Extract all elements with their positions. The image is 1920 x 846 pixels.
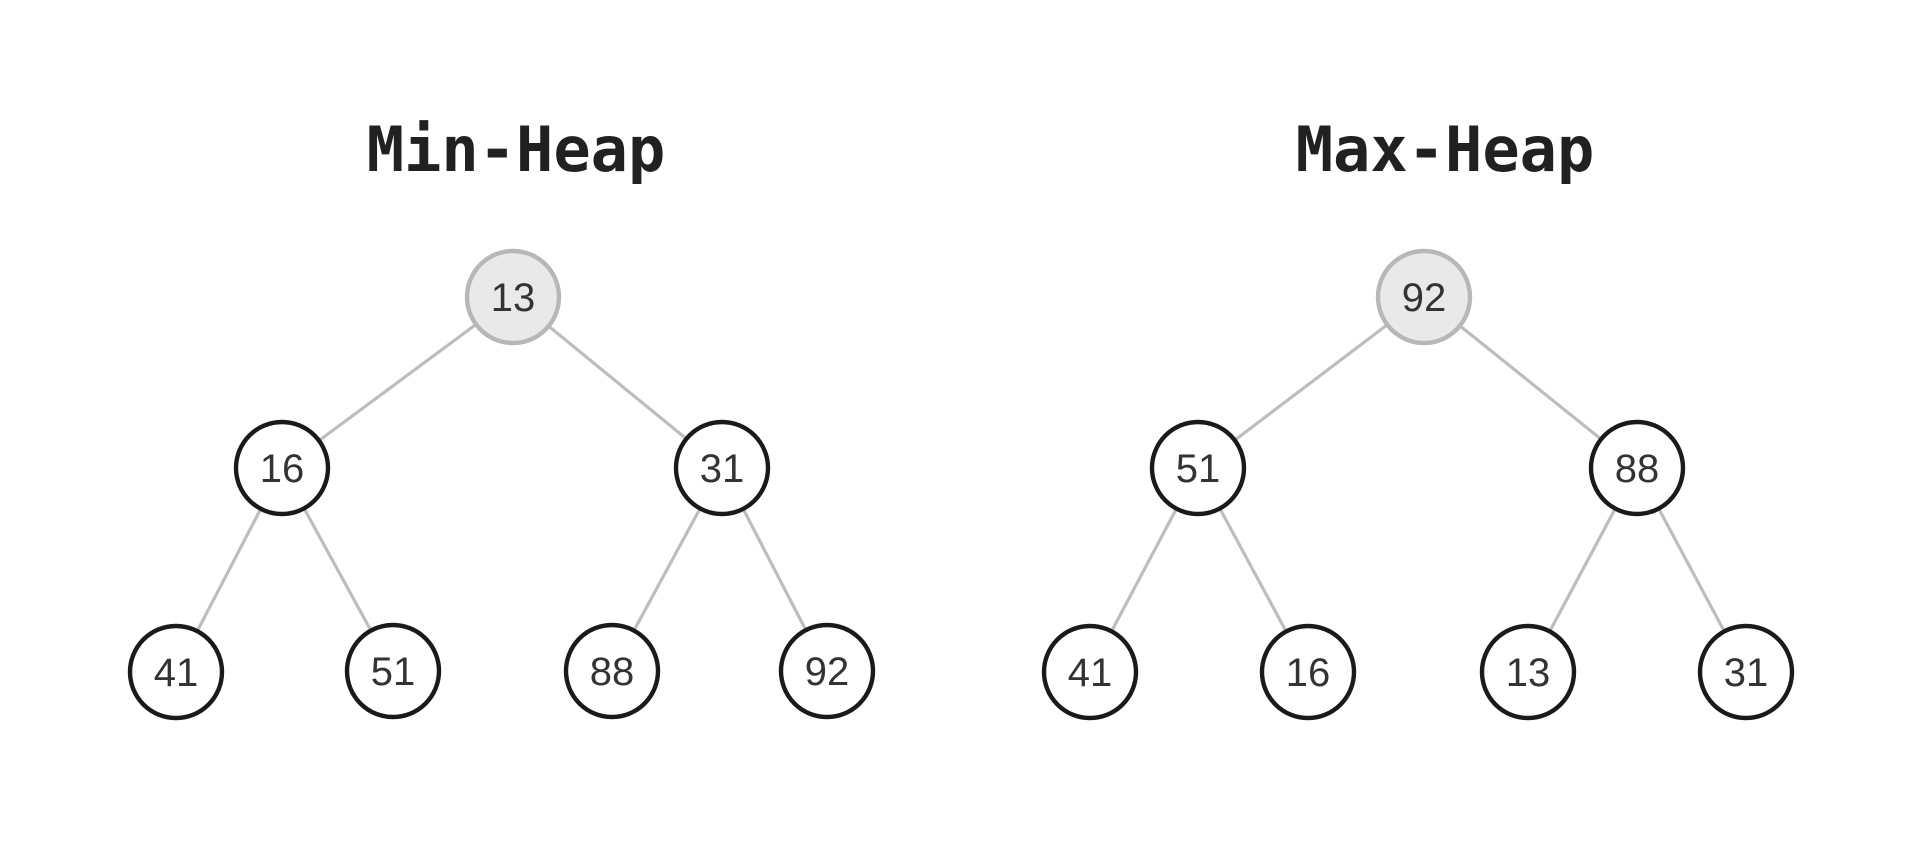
max-heap-node-circle [1041, 623, 1139, 721]
min-heap-node-circle [127, 623, 225, 721]
min-heap-node-value: 16 [260, 447, 305, 491]
min-heap-node-value: 51 [371, 650, 416, 694]
max-heap-node-value: 88 [1615, 447, 1660, 491]
min-heap-node-value: 31 [700, 447, 745, 491]
min-heap-node-value: 41 [154, 651, 199, 695]
max-heap-node-value: 16 [1286, 651, 1331, 695]
min-heap-node-value: 92 [805, 650, 850, 694]
min-heap-node-circle [673, 419, 771, 517]
min-heap-node-circle [344, 622, 442, 720]
max-heap-node-circle [1479, 623, 1577, 721]
min-heap-node-circle [233, 419, 331, 517]
max-heap-title: Max-Heap [1296, 113, 1595, 186]
max-heap-node-circle [1588, 419, 1686, 517]
min-heap-node-circle [778, 622, 876, 720]
max-heap-node-circle-root [1375, 248, 1473, 346]
max-heap-node-value: 51 [1176, 447, 1221, 491]
max-heap-node-circle [1697, 623, 1795, 721]
min-heap-node-circle [563, 622, 661, 720]
max-heap-node-value: 92 [1402, 276, 1447, 320]
max-heap-group: 92 51 88 41 16 13 31 Max-Heap [1041, 113, 1795, 721]
max-heap-node-circle [1259, 623, 1357, 721]
max-heap-node-circle [1149, 419, 1247, 517]
min-heap-group: 13 16 31 41 51 88 92 Min-Heap [127, 113, 876, 721]
min-heap-node-circle-root [464, 248, 562, 346]
min-heap-title: Min-Heap [367, 113, 666, 186]
max-heap-node-value: 31 [1724, 651, 1769, 695]
min-heap-node-value: 88 [590, 650, 635, 694]
max-heap-node-value: 41 [1068, 651, 1113, 695]
max-heap-node-value: 13 [1506, 651, 1551, 695]
min-heap-node-value: 13 [491, 276, 536, 320]
